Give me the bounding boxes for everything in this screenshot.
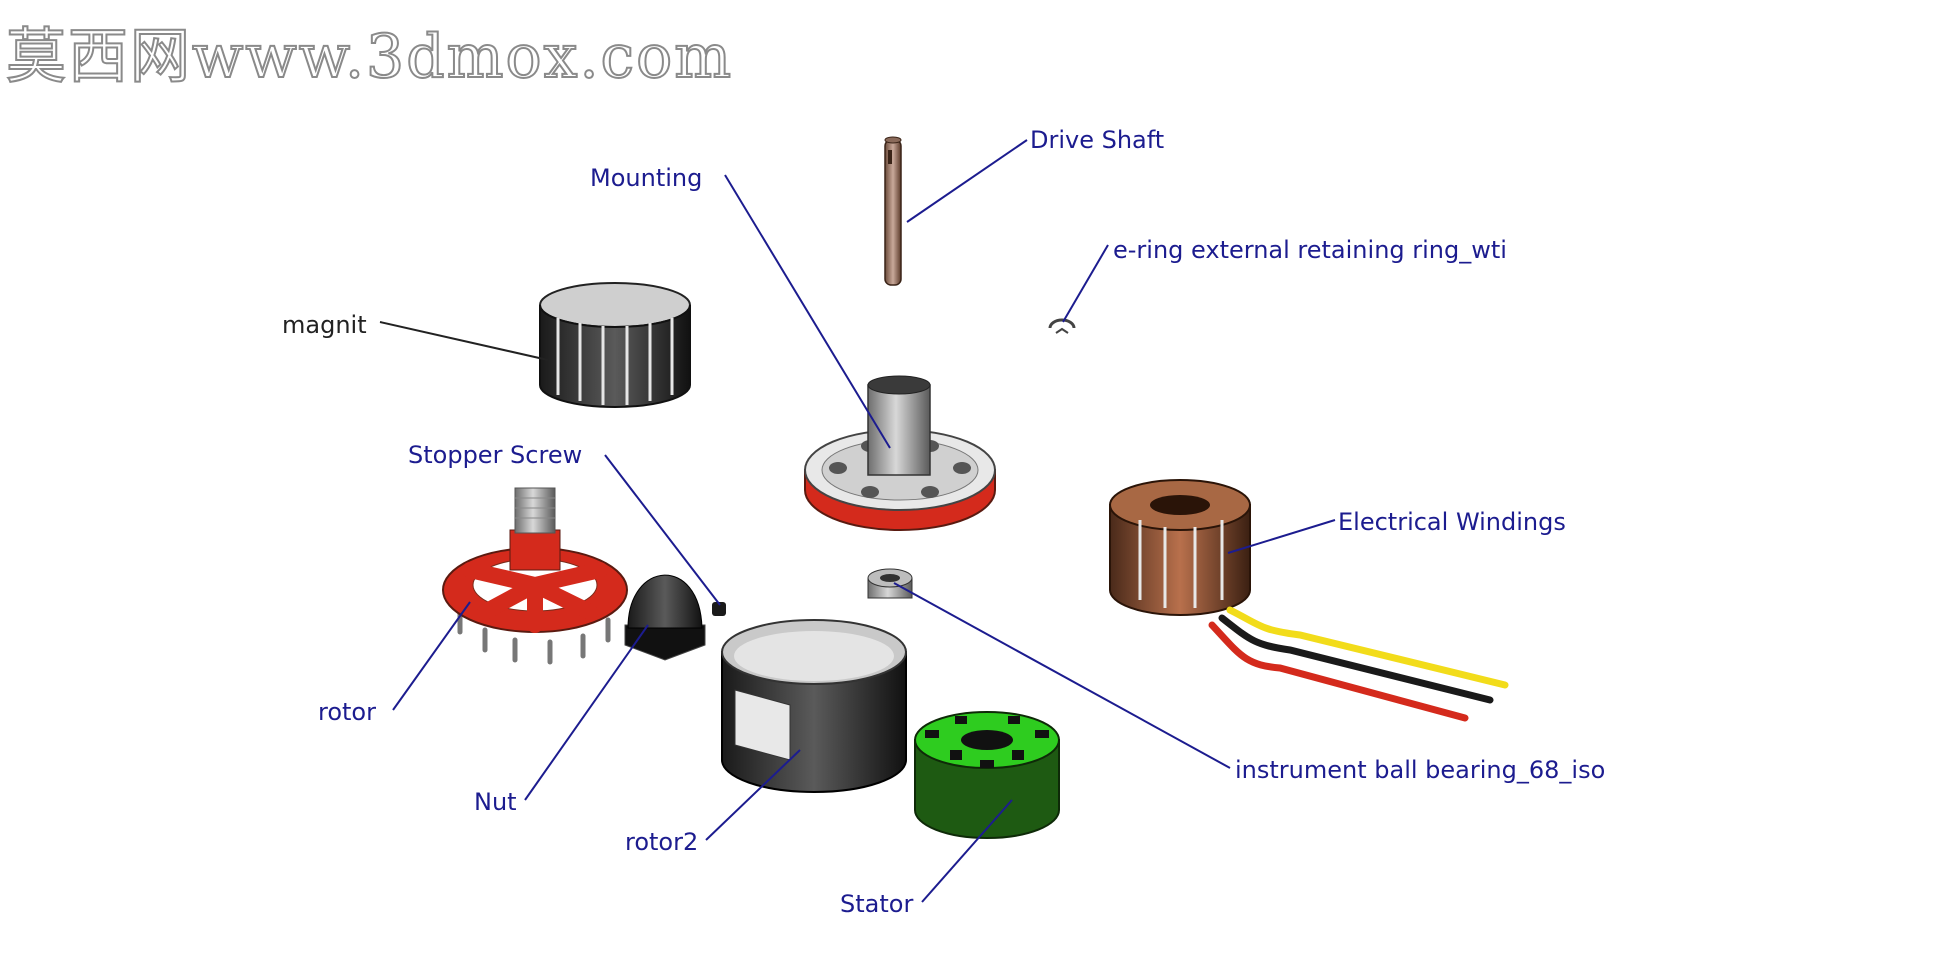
label-nut: Nut: [474, 788, 517, 816]
label-magnit: magnit: [282, 311, 367, 339]
label-stator: Stator: [840, 890, 914, 918]
leader-rotor2: [705, 749, 801, 841]
e-ring-part: [1048, 318, 1076, 334]
label-e-ring: e-ring external retaining ring_wti: [1113, 236, 1507, 264]
label-electrical-windings: Electrical Windings: [1338, 508, 1566, 536]
nut-part: [624, 574, 706, 661]
stator-part: [914, 711, 1060, 839]
label-stopper-screw: Stopper Screw: [408, 441, 583, 469]
leader-lines: [379, 139, 1336, 903]
leader-e-ring: [1062, 244, 1109, 323]
leader-stopper-screw: [604, 454, 721, 606]
leader-bearing: [893, 582, 1231, 769]
windings-part: [1109, 479, 1509, 722]
label-mounting: Mounting: [590, 164, 703, 192]
leader-mounting: [724, 174, 891, 449]
label-drive-shaft: Drive Shaft: [1030, 126, 1165, 154]
label-rotor: rotor: [318, 698, 376, 726]
mounting-part: [804, 375, 996, 531]
watermark: 莫西网www.3dmox.com: [5, 21, 734, 93]
stopper-screw-part: [712, 602, 726, 616]
label-rotor2: rotor2: [625, 828, 699, 856]
drive-shaft-part: [884, 136, 902, 286]
leader-magnit: [379, 321, 549, 361]
leader-windings: [1227, 519, 1336, 554]
rotor2-part: [721, 619, 907, 793]
rotor-part: [442, 487, 628, 665]
label-bearing: instrument ball bearing_68_iso: [1235, 756, 1606, 784]
leader-rotor: [392, 601, 471, 711]
bearing-part: [867, 568, 913, 599]
leader-drive-shaft: [906, 139, 1028, 223]
magnet-ring-part: [539, 282, 691, 408]
leader-stator: [921, 799, 1013, 903]
leader-nut: [524, 624, 649, 801]
